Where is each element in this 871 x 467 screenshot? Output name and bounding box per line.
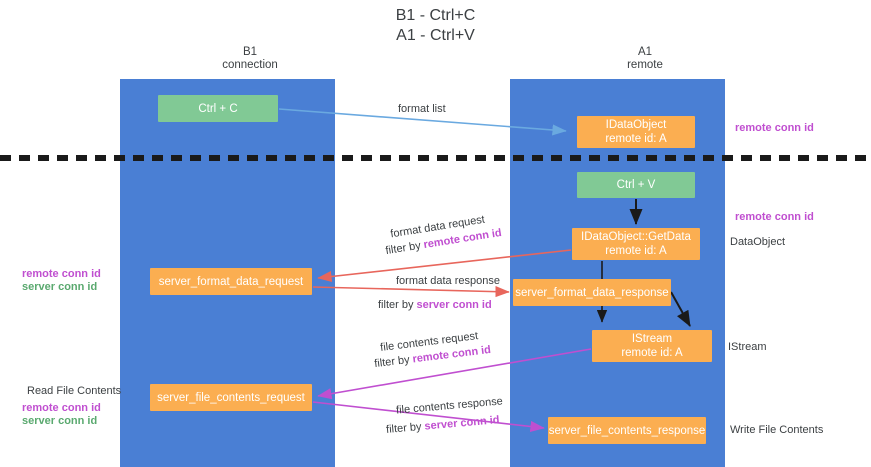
annotation-left-remote-conn-id-2: remote conn id xyxy=(22,402,101,414)
filter-prefix: filter by xyxy=(385,420,426,436)
separator-dashed-line xyxy=(0,155,871,161)
box-server-format-data-response[interactable]: server_format_data_response xyxy=(513,279,671,306)
annotation-left-server-conn-id-2: server conn id xyxy=(22,415,98,427)
annotation-write-file-contents: Write File Contents xyxy=(730,424,824,436)
annotation-remote-conn-id-top: remote conn id xyxy=(735,122,814,134)
annotation-istream: IStream xyxy=(728,341,767,353)
annotation-left-remote-conn-id: remote conn id xyxy=(22,268,101,280)
box-ctrl-v[interactable]: Ctrl + V xyxy=(577,172,695,198)
column-header-a1: A1 remote xyxy=(627,46,663,71)
box-server-file-contents-request[interactable]: server_file_contents_request xyxy=(150,384,312,411)
page-title: B1 - Ctrl+C A1 - Ctrl+V xyxy=(395,7,476,44)
filter-key-server-conn-id: server conn id xyxy=(416,299,492,311)
annotation-left-server-conn-id: server conn id xyxy=(22,281,98,293)
box-server-format-data-request[interactable]: server_format_data_request xyxy=(150,268,312,295)
box-idataobject-getdata[interactable]: IDataObject::GetData remote id: A xyxy=(572,228,700,260)
box-ctrl-c[interactable]: Ctrl + C xyxy=(158,95,278,122)
box-server-file-contents-response[interactable]: server_file_contents_response xyxy=(548,417,706,444)
box-istream[interactable]: IStream remote id: A xyxy=(592,330,712,362)
filter-prefix: filter by xyxy=(378,299,417,311)
box-idataobject[interactable]: IDataObject remote id: A xyxy=(577,116,695,148)
label-format-list: format list xyxy=(398,103,446,115)
label-format-data-response-filter: filter by server conn id xyxy=(378,299,492,312)
annotation-dataobject: DataObject xyxy=(730,236,786,248)
column-header-b1: B1 connection xyxy=(222,46,278,71)
label-format-data-response: format data response xyxy=(396,275,500,287)
annotation-read-file-contents: Read File Contents xyxy=(27,385,122,397)
annotation-remote-conn-id-mid: remote conn id xyxy=(735,211,814,223)
